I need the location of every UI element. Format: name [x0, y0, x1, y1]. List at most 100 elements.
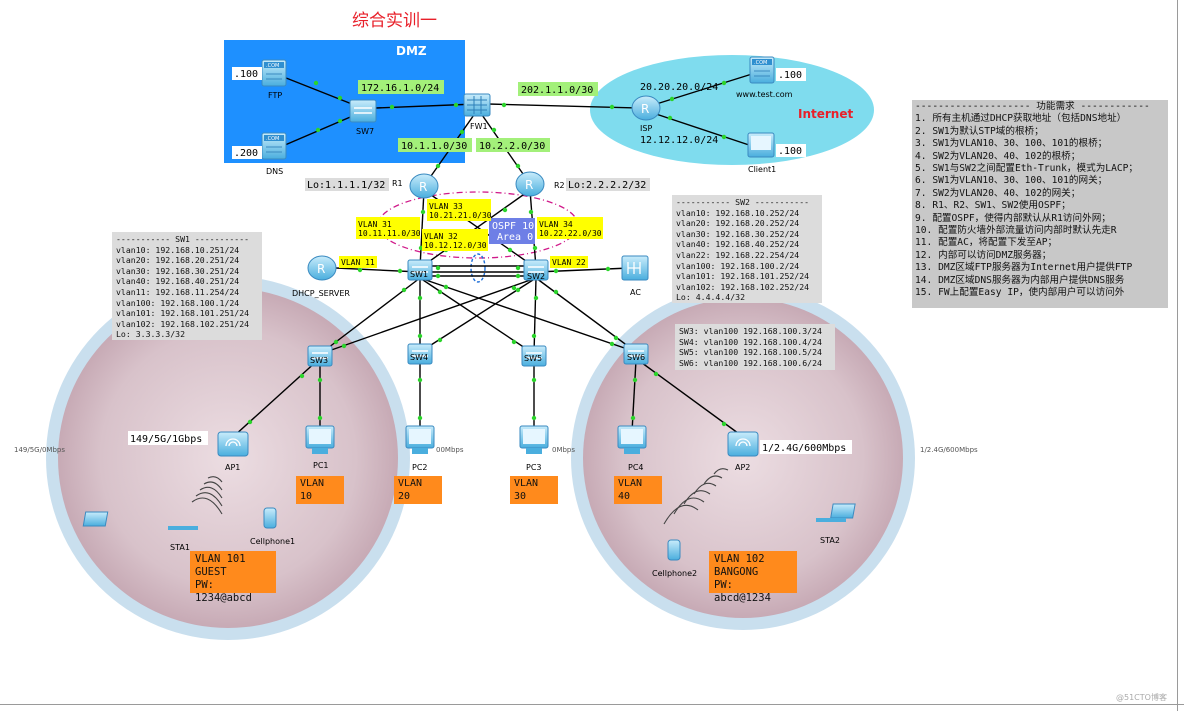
dmz-net-bg — [358, 80, 444, 94]
cellphone2-label: Cellphone2 — [652, 569, 697, 578]
ap1-label: AP1 — [225, 463, 240, 472]
sw1-panel-line: vlan100: 192.168.100.1/24 — [116, 297, 240, 308]
sw2-panel-line: vlan22: 192.168.22.254/24 — [676, 249, 800, 260]
pc4-icon[interactable] — [617, 425, 647, 454]
access-panel-line: SW4: vlan100 192.168.100.4/24 — [679, 336, 822, 347]
ap1-rate: 149/5G/1Gbps — [130, 434, 202, 445]
switch-icons — [307, 99, 649, 367]
canvas-border-right — [1177, 0, 1178, 711]
sw1-panel-line: vlan10: 192.168.10.251/24 — [116, 244, 240, 255]
pc4-label: PC4 — [628, 463, 644, 472]
sw5-label: SW5 — [524, 354, 542, 363]
access-switch-panel: SW3: vlan100 192.168.100.3/24 SW4: vlan1… — [675, 324, 835, 370]
pc2-label: PC2 — [412, 463, 428, 472]
fw-r1-net-bg — [398, 138, 472, 152]
vlan31-bg — [356, 217, 420, 239]
canvas-border-bottom — [0, 704, 1184, 705]
internet-zone-label: Internet — [798, 107, 853, 121]
svg-text:R: R — [641, 102, 649, 116]
dns-label: DNS — [266, 167, 283, 176]
cellphone1-icon[interactable] — [263, 507, 277, 529]
sw5-icon[interactable] — [521, 345, 547, 367]
req-item: 9. 配置OSPF，使得内部默认从R1访问外网； — [915, 212, 1111, 224]
vlan33-bg — [427, 199, 491, 221]
page-title: 综合实训一 — [352, 11, 437, 31]
firewall-icon[interactable] — [463, 93, 491, 117]
sw1-info-panel: ----------- SW1 ----------- vlan10: 192.… — [112, 232, 262, 340]
requirements-panel: -------------------- 功能需求 ------------ 1… — [912, 100, 1168, 308]
sw4-label: SW4 — [410, 353, 428, 362]
ap2-icon[interactable] — [727, 431, 759, 457]
r1-label: R1 — [392, 179, 403, 188]
dhcp-router-icon[interactable]: R — [307, 255, 337, 281]
req-item: 6. SW1为VLAN10、30、100、101的网关； — [915, 175, 1108, 187]
sw4-icon[interactable] — [407, 343, 433, 365]
req-item: 13. DMZ区域FTP服务器为Internet用户提供FTP — [915, 262, 1133, 274]
req-item: 4. SW2为VLAN20、40、102的根桥； — [915, 150, 1081, 162]
vlan11-label: VLAN 11 — [341, 258, 375, 267]
access-panel-line: SW6: vlan100 192.168.100.6/24 — [679, 357, 822, 368]
www-addr: .100 — [778, 70, 802, 81]
guest-ssid-box: VLAN 101 GUEST PW: 1234@abcd — [190, 551, 276, 604]
vlan31-net: 10.11.11.0/30 — [358, 229, 421, 238]
pc4-vlan-tag: VLAN 40 — [614, 476, 662, 504]
fw-r2-net-bg — [476, 138, 550, 152]
svg-text:.COM: .COM — [754, 60, 767, 66]
pc1-icon[interactable] — [305, 425, 335, 454]
ap2-rate-bg — [760, 440, 852, 454]
pc3-vlan-tag: VLAN 30 — [510, 476, 558, 504]
ac-controller-icon[interactable] — [621, 255, 649, 281]
vlan34-bg — [537, 217, 603, 239]
sw2-panel-line: vlan30: 192.168.30.252/24 — [676, 228, 800, 239]
svg-text:R: R — [317, 262, 325, 276]
svg-text:.COM: .COM — [266, 136, 279, 142]
sta1-laptop-icon[interactable] — [82, 511, 198, 530]
ap1-rate-bg — [128, 431, 208, 445]
vlan33-name: VLAN 33 — [429, 202, 463, 211]
pc2-small-rate: 00Mbps — [436, 446, 464, 454]
sta1-label: STA1 — [170, 543, 190, 552]
req-header: -------------------- 功能需求 ------------ — [915, 101, 1150, 112]
sw2-panel-line: vlan10: 192.168.10.252/24 — [676, 207, 800, 218]
www-server-icon[interactable]: .COM — [749, 56, 775, 84]
r2-loopback-bg — [566, 178, 650, 191]
cellphone2-icon[interactable] — [667, 539, 681, 561]
vlan34-name: VLAN 34 — [539, 220, 573, 229]
pc2-icon[interactable] — [405, 425, 435, 454]
r1-router-icon[interactable]: R — [409, 173, 439, 199]
sta2-laptop-icon[interactable] — [816, 503, 856, 522]
dns-addr: .200 — [234, 148, 258, 159]
vlan22-bg — [550, 256, 588, 268]
fw1-label: FW1 — [470, 122, 488, 131]
left-small-rate: 149/5G/0Mbps — [14, 446, 65, 454]
r2-router-icon[interactable]: R — [515, 171, 545, 197]
sw7-icon[interactable] — [349, 99, 377, 123]
r1-loopback: Lo:1.1.1.1/32 — [307, 180, 385, 191]
ospf-line2: Area 0 — [497, 232, 533, 243]
ospf-line1: OSPF 10 — [492, 221, 534, 232]
internet-zone — [590, 55, 874, 165]
sw1-icon[interactable] — [407, 259, 433, 281]
req-item: 5. SW1与SW2之间配置Eth-Trunk，模式为LACP； — [915, 163, 1139, 175]
req-item: 10. 配置防火墙外部流量访问内部时默认先走R — [915, 225, 1117, 237]
cellphone1-label: Cellphone1 — [250, 537, 295, 546]
client1-icon[interactable] — [747, 132, 775, 158]
sw2-icon[interactable] — [523, 259, 549, 281]
isp-router-icon[interactable]: R — [631, 95, 661, 121]
ftp-server-icon[interactable]: .COM — [261, 59, 287, 87]
bangong-ssid-box: VLAN 102 BANGONG PW: abcd@1234 — [709, 551, 797, 604]
access-panel-line: SW5: vlan100 192.168.100.5/24 — [679, 347, 822, 358]
sw6-icon[interactable] — [623, 343, 649, 365]
pc3-icon[interactable] — [519, 425, 549, 454]
sw7-label: SW7 — [356, 127, 374, 136]
sw3-icon[interactable] — [307, 345, 333, 367]
dns-server-icon[interactable]: .COM — [261, 132, 287, 160]
ap1-icon[interactable] — [217, 431, 249, 457]
wireless-waves — [191, 468, 729, 525]
client-addr-bg — [776, 144, 806, 157]
guest-password: PW: 1234@abcd — [195, 579, 252, 604]
svg-text:R: R — [525, 178, 533, 192]
svg-text:.COM: .COM — [266, 63, 279, 69]
isp-net1-label: 20.20.20.0/24 — [640, 82, 718, 93]
wan-net-bg — [518, 82, 598, 96]
